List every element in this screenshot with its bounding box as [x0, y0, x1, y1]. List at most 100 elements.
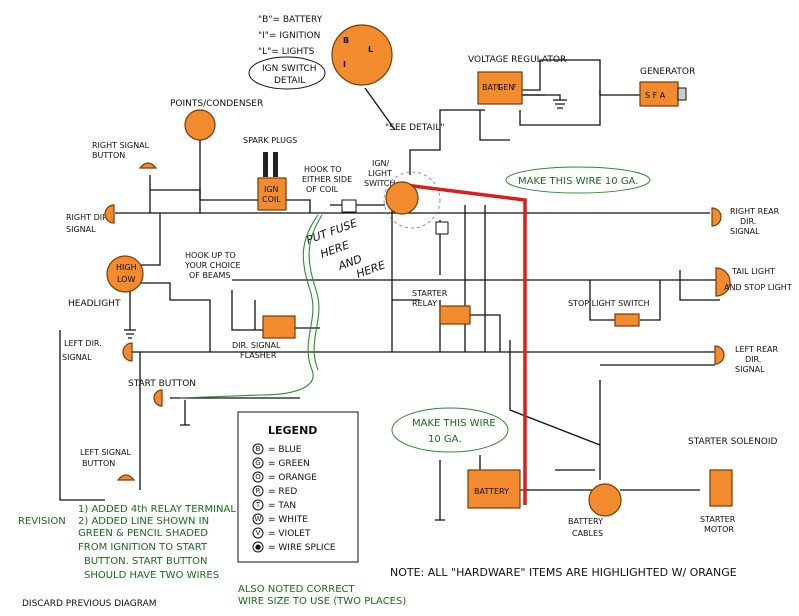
- right-signal-button-icon: [138, 162, 158, 169]
- generator-label: GENERATOR: [640, 67, 695, 77]
- ign-switch-icon: [385, 181, 419, 215]
- svg-text:GEN: GEN: [497, 83, 514, 92]
- legend-text: = ORANGE: [268, 473, 317, 483]
- svg-text:DIR.: DIR.: [745, 355, 761, 364]
- svg-text:GREEN & PENCIL SHADED: GREEN & PENCIL SHADED: [78, 528, 208, 539]
- svg-text:MAKE THIS WIRE: MAKE THIS WIRE: [412, 418, 496, 429]
- svg-text:FROM IGNITION TO START: FROM IGNITION TO START: [78, 542, 208, 553]
- see-detail-label: "SEE DETAIL": [385, 123, 444, 133]
- ign-detail-title: IGN SWITCH: [262, 64, 317, 74]
- svg-text:STARTER: STARTER: [412, 289, 448, 298]
- hook-coil-label-2: EITHER SIDE: [302, 175, 352, 184]
- svg-text:B: B: [343, 36, 349, 45]
- legend-code: W: [255, 515, 262, 523]
- svg-text:DISCARD PREVIOUS DIAGRAM: DISCARD PREVIOUS DIAGRAM: [22, 599, 157, 609]
- svg-text:SHOULD HAVE TWO WIRES: SHOULD HAVE TWO WIRES: [84, 570, 219, 581]
- battery: BATTERY: [467, 469, 521, 509]
- svg-text:LEFT DIR.: LEFT DIR.: [64, 339, 102, 348]
- revision-green-wire: [179, 214, 323, 399]
- svg-text:RIGHT SIGNAL: RIGHT SIGNAL: [92, 141, 150, 150]
- voltage-regulator: VOLTAGE REGULATOR BATT GEN F: [468, 55, 566, 105]
- ign-detail-i: "I"= IGNITION: [258, 31, 320, 41]
- hardware-note: NOTE: ALL "HARDWARE" ITEMS ARE HIGHLIGHT…: [390, 566, 737, 579]
- left-rear-signal-icon: [714, 345, 725, 365]
- spark-plug-icon: [273, 152, 278, 177]
- tail-stop-light: TAIL LIGHT AND STOP LIGHT STOP LIGHT SWI…: [568, 267, 792, 327]
- legend-text: = TAN: [268, 501, 296, 511]
- svg-text:MOTOR: MOTOR: [704, 525, 734, 534]
- svg-text:WIRE SIZE TO USE (TWO PLACES): WIRE SIZE TO USE (TWO PLACES): [238, 596, 406, 607]
- svg-text:LEFT REAR: LEFT REAR: [735, 345, 778, 354]
- svg-text:SIGNAL: SIGNAL: [62, 353, 92, 362]
- svg-text:L: L: [368, 45, 373, 54]
- starter-solenoid: STARTER SOLENOID BATTERY CABLES: [568, 437, 778, 538]
- right-rear-signal-icon: [711, 207, 722, 227]
- legend-code-circle: [252, 443, 264, 455]
- legend-code: R: [256, 487, 261, 495]
- voltage-regulator-label: VOLTAGE REGULATOR: [468, 55, 566, 65]
- legend-text: = RED: [268, 487, 297, 497]
- svg-text:FLASHER: FLASHER: [240, 351, 277, 360]
- highlighted-10ga-wire: [404, 183, 527, 505]
- legend-code: G: [255, 459, 260, 467]
- svg-text:F: F: [512, 83, 517, 92]
- stop-switch-label: STOP LIGHT SWITCH: [568, 299, 649, 308]
- svg-text:BUTTON: BUTTON: [82, 459, 115, 468]
- svg-text:BUTTON: BUTTON: [92, 151, 125, 160]
- fuse: PUT FUSE HERE AND HERE: [305, 199, 449, 281]
- spark-plugs-label: SPARK PLUGS: [243, 136, 297, 145]
- left-rear-signal: LEFT REAR DIR. SIGNAL: [714, 345, 778, 374]
- points-condenser: POINTS/CONDENSER: [170, 99, 263, 141]
- wire-network: [59, 59, 721, 521]
- starter-relay: STARTER RELAY: [412, 289, 471, 325]
- svg-text:IGN/: IGN/: [372, 159, 390, 168]
- svg-text:REVISION: REVISION: [18, 516, 66, 527]
- left-dir-signal: LEFT DIR. SIGNAL: [62, 339, 133, 362]
- svg-text:2) ADDED LINE SHOWN IN: 2) ADDED LINE SHOWN IN: [78, 516, 209, 527]
- svg-text:ALSO NOTED CORRECT: ALSO NOTED CORRECT: [238, 584, 356, 595]
- left-signal-button: LEFT SIGNAL BUTTON: [80, 448, 136, 481]
- starter-solenoid-label: STARTER SOLENOID: [688, 437, 778, 447]
- start-button: START BUTTON: [128, 379, 196, 407]
- ign-switch-detail: B L I "B"= BATTERY "I"= IGNITION "L"= LI…: [248, 15, 396, 131]
- svg-text:10 GA.: 10 GA.: [428, 434, 462, 445]
- svg-text:LEFT SIGNAL: LEFT SIGNAL: [80, 448, 131, 457]
- starter-motor: STARTER MOTOR: [700, 469, 736, 534]
- ignition-coil: SPARK PLUGS IGN COIL HOOK TO EITHER SIDE…: [243, 136, 352, 211]
- stop-switch-icon: [614, 313, 640, 327]
- tail-light-icon: [715, 267, 731, 297]
- hook-coil-label-1: HOOK TO: [304, 165, 342, 174]
- flasher-icon: [262, 315, 296, 339]
- svg-text:IGN: IGN: [264, 185, 279, 194]
- legend-text: = WIRE SPLICE: [268, 543, 336, 553]
- spark-plug-icon: [263, 152, 268, 177]
- right-dir-signal: RIGHT DIR. SIGNAL: [66, 204, 115, 234]
- svg-text:SIGNAL: SIGNAL: [66, 225, 96, 234]
- right-signal-button: RIGHT SIGNAL BUTTON: [92, 141, 158, 169]
- svg-text:SWITCH: SWITCH: [364, 179, 395, 188]
- dir-signal-flasher: DIR. SIGNAL FLASHER: [232, 315, 296, 360]
- generator: GENERATOR S F A: [639, 67, 695, 107]
- svg-text:S F A: S F A: [645, 91, 666, 100]
- svg-text:BATT: BATT: [482, 83, 502, 92]
- svg-text:RELAY: RELAY: [412, 299, 437, 308]
- svg-text:MAKE THIS WIRE 10 GA.: MAKE THIS WIRE 10 GA.: [518, 176, 638, 187]
- svg-text:LOW: LOW: [117, 275, 135, 284]
- make-wire-note-top: MAKE THIS WIRE 10 GA.: [505, 166, 651, 194]
- put-fuse-label-1: PUT FUSE: [305, 216, 359, 246]
- legend-code-circle: [252, 499, 264, 511]
- starter-motor-icon: [709, 469, 733, 507]
- legend-code: B: [256, 445, 261, 453]
- ign-detail-subtitle: DETAIL: [274, 76, 305, 86]
- starter-solenoid-icon: [588, 483, 622, 517]
- ign-detail-l: "L"= LIGHTS: [258, 47, 315, 57]
- svg-text:HIGH: HIGH: [116, 263, 137, 272]
- revision-notes: REVISION 1) ADDED 4th RELAY TERMINAL 2) …: [18, 504, 406, 609]
- legend-code-circle: [252, 471, 264, 483]
- svg-text:SIGNAL: SIGNAL: [735, 365, 765, 374]
- svg-text:STARTER: STARTER: [700, 515, 736, 524]
- points-condenser-label: POINTS/CONDENSER: [170, 99, 263, 109]
- start-button-icon: [153, 389, 163, 407]
